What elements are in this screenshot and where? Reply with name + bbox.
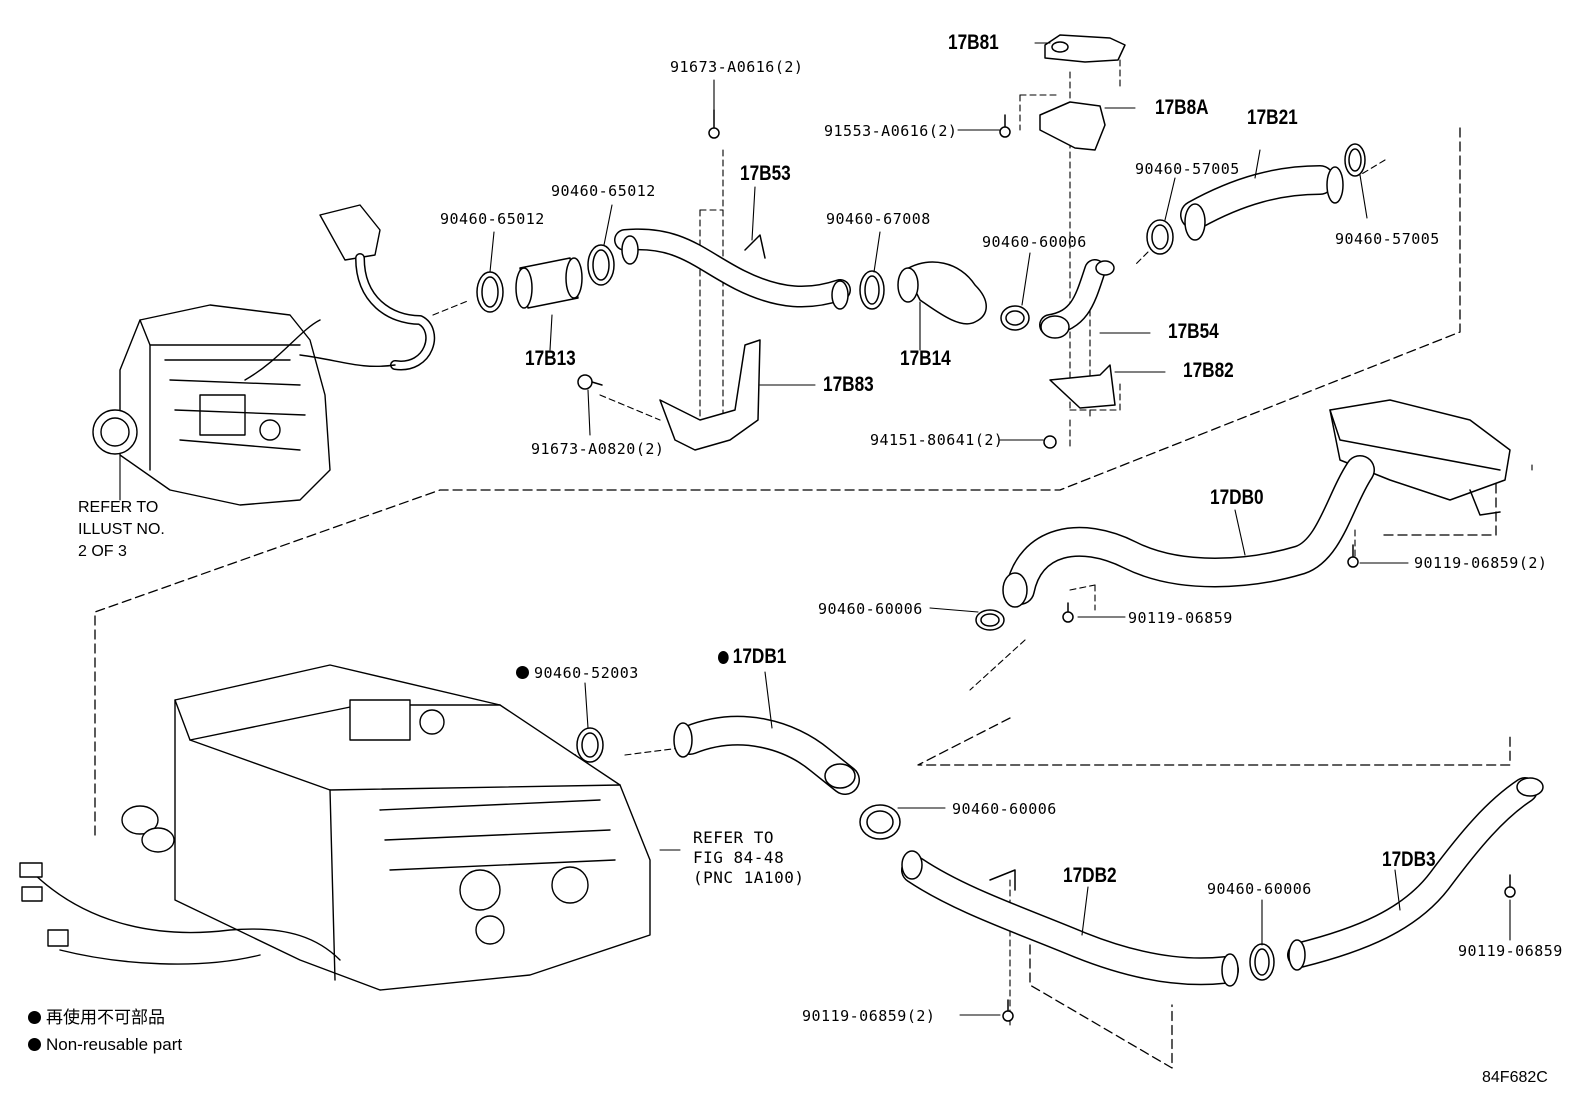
part-label-17DB0: 17DB0 bbox=[1210, 486, 1264, 509]
pipe-17B54 bbox=[1039, 259, 1115, 339]
hose-17DB2 bbox=[901, 850, 1239, 987]
part-number-90460-60006-b: 90460-60006 bbox=[818, 600, 923, 618]
part-label-17B81: 17B81 bbox=[948, 31, 999, 54]
part-number-90460-67008: 90460-67008 bbox=[826, 210, 931, 228]
clamp-90460-65012-a bbox=[476, 271, 504, 313]
bolt-icons bbox=[577, 109, 1516, 1022]
non-reusable-dot-icon bbox=[28, 1011, 41, 1024]
part-number-90460-60006-a: 90460-60006 bbox=[982, 233, 1087, 251]
bracket-17B83 bbox=[659, 339, 761, 451]
hose-17DB3 bbox=[1287, 777, 1544, 971]
part-label-17B21: 17B21 bbox=[1247, 106, 1298, 129]
part-label-17B54: 17B54 bbox=[1168, 320, 1219, 343]
part-number-90460-52003: 90460-52003 bbox=[516, 664, 639, 682]
hose-17DB1 bbox=[673, 715, 860, 795]
part-label-17B53: 17B53 bbox=[740, 162, 791, 185]
legend-en-text: Non-reusable part bbox=[46, 1035, 183, 1054]
bracket-17B82 bbox=[1049, 364, 1116, 409]
section-boundary bbox=[94, 127, 1511, 1069]
part-number-91553-A0616: 91553-A0616(2) bbox=[824, 122, 958, 140]
clamp-90460-60006-d bbox=[1249, 943, 1275, 981]
clamp-90460-60006-a bbox=[1000, 305, 1030, 331]
part-number-90460-57005-a: 90460-57005 bbox=[1135, 160, 1240, 178]
refer-note-left-line2: ILLUST NO. bbox=[78, 521, 165, 538]
non-reusable-dot-icon bbox=[28, 1038, 41, 1051]
clamp-90460-60006-c bbox=[859, 804, 901, 840]
bracket-17B8A bbox=[1039, 101, 1106, 151]
label-leaders bbox=[119, 42, 1511, 1016]
refer-note-left: REFER TO ILLUST NO. 2 OF 3 bbox=[78, 497, 165, 563]
part-number-90460-60006-d: 90460-60006 bbox=[1207, 880, 1312, 898]
refer-note-right-line1: REFER TO bbox=[693, 828, 775, 847]
clamp-90460-65012-b bbox=[587, 244, 615, 286]
non-reusable-dot-icon bbox=[718, 651, 729, 664]
part-number-94151-80641: 94151-80641(2) bbox=[870, 431, 1004, 449]
clamp-90460-57005-a bbox=[1146, 219, 1174, 255]
refer-note-left-line3: 2 OF 3 bbox=[78, 543, 127, 560]
part-number-91673-A0820: 91673-A0820(2) bbox=[531, 440, 665, 458]
pipe-17B14 bbox=[897, 261, 987, 325]
part-number-90119-06859-a: 90119-06859 bbox=[1128, 609, 1233, 627]
part-label-17B13: 17B13 bbox=[525, 347, 576, 370]
legend: 再使用不可部品 Non-reusable part bbox=[28, 1004, 182, 1058]
part-number-90460-57005-b: 90460-57005 bbox=[1335, 230, 1440, 248]
part-label-17DB1-text: 17DB1 bbox=[732, 645, 787, 668]
refer-note-right: REFER TO FIG 84-48 (PNC 1A100) bbox=[693, 828, 804, 888]
hose-17B21 bbox=[1180, 165, 1344, 241]
part-number-90119-06859-2b: 90119-06859(2) bbox=[802, 1007, 936, 1025]
legend-row-en: Non-reusable part bbox=[28, 1031, 182, 1058]
clamp-90460-67008 bbox=[859, 270, 885, 310]
part-number-90119-06859-2a: 90119-06859(2) bbox=[1414, 554, 1548, 572]
part-label-17B83: 17B83 bbox=[823, 373, 874, 396]
part-number-90460-65012-a: 90460-65012 bbox=[440, 210, 545, 228]
bracket-17B81 bbox=[1044, 34, 1126, 63]
clamp-90460-60006-b bbox=[975, 609, 1005, 631]
part-number-90460-60006-c: 90460-60006 bbox=[952, 800, 1057, 818]
refer-note-right-line2: FIG 84-48 bbox=[693, 848, 785, 867]
inverter-assembly bbox=[19, 664, 651, 991]
refer-note-left-line1: REFER TO bbox=[78, 499, 159, 516]
hose-17B53 bbox=[614, 228, 851, 310]
part-label-17DB2: 17DB2 bbox=[1063, 864, 1117, 887]
legend-jp-text: 再使用不可部品 bbox=[46, 1008, 165, 1027]
part-label-17DB1: 17DB1 bbox=[718, 645, 786, 669]
non-reusable-dot-icon bbox=[516, 666, 529, 679]
part-number-90119-06859-b: 90119-06859 bbox=[1458, 942, 1563, 960]
part-label-17DB3: 17DB3 bbox=[1382, 848, 1436, 871]
diagram-code: 84F682C bbox=[1482, 1069, 1548, 1086]
part-number-90460-65012-b: 90460-65012 bbox=[551, 182, 656, 200]
engine-assembly bbox=[92, 204, 436, 506]
part-label-17B14: 17B14 bbox=[900, 347, 951, 370]
part-label-17B8A: 17B8A bbox=[1155, 96, 1209, 119]
part-number-90460-52003-text: 90460-52003 bbox=[534, 664, 639, 682]
part-number-91673-A0616: 91673-A0616(2) bbox=[670, 58, 804, 76]
refer-note-right-line3: (PNC 1A100) bbox=[693, 868, 805, 887]
clamp-90460-57005-b bbox=[1344, 143, 1366, 177]
hose-17B13 bbox=[515, 257, 583, 309]
clamp-90460-52003 bbox=[576, 727, 604, 763]
part-label-17B82: 17B82 bbox=[1183, 359, 1234, 382]
hose-17DB0 bbox=[1002, 455, 1375, 608]
legend-row-jp: 再使用不可部品 bbox=[28, 1004, 182, 1031]
